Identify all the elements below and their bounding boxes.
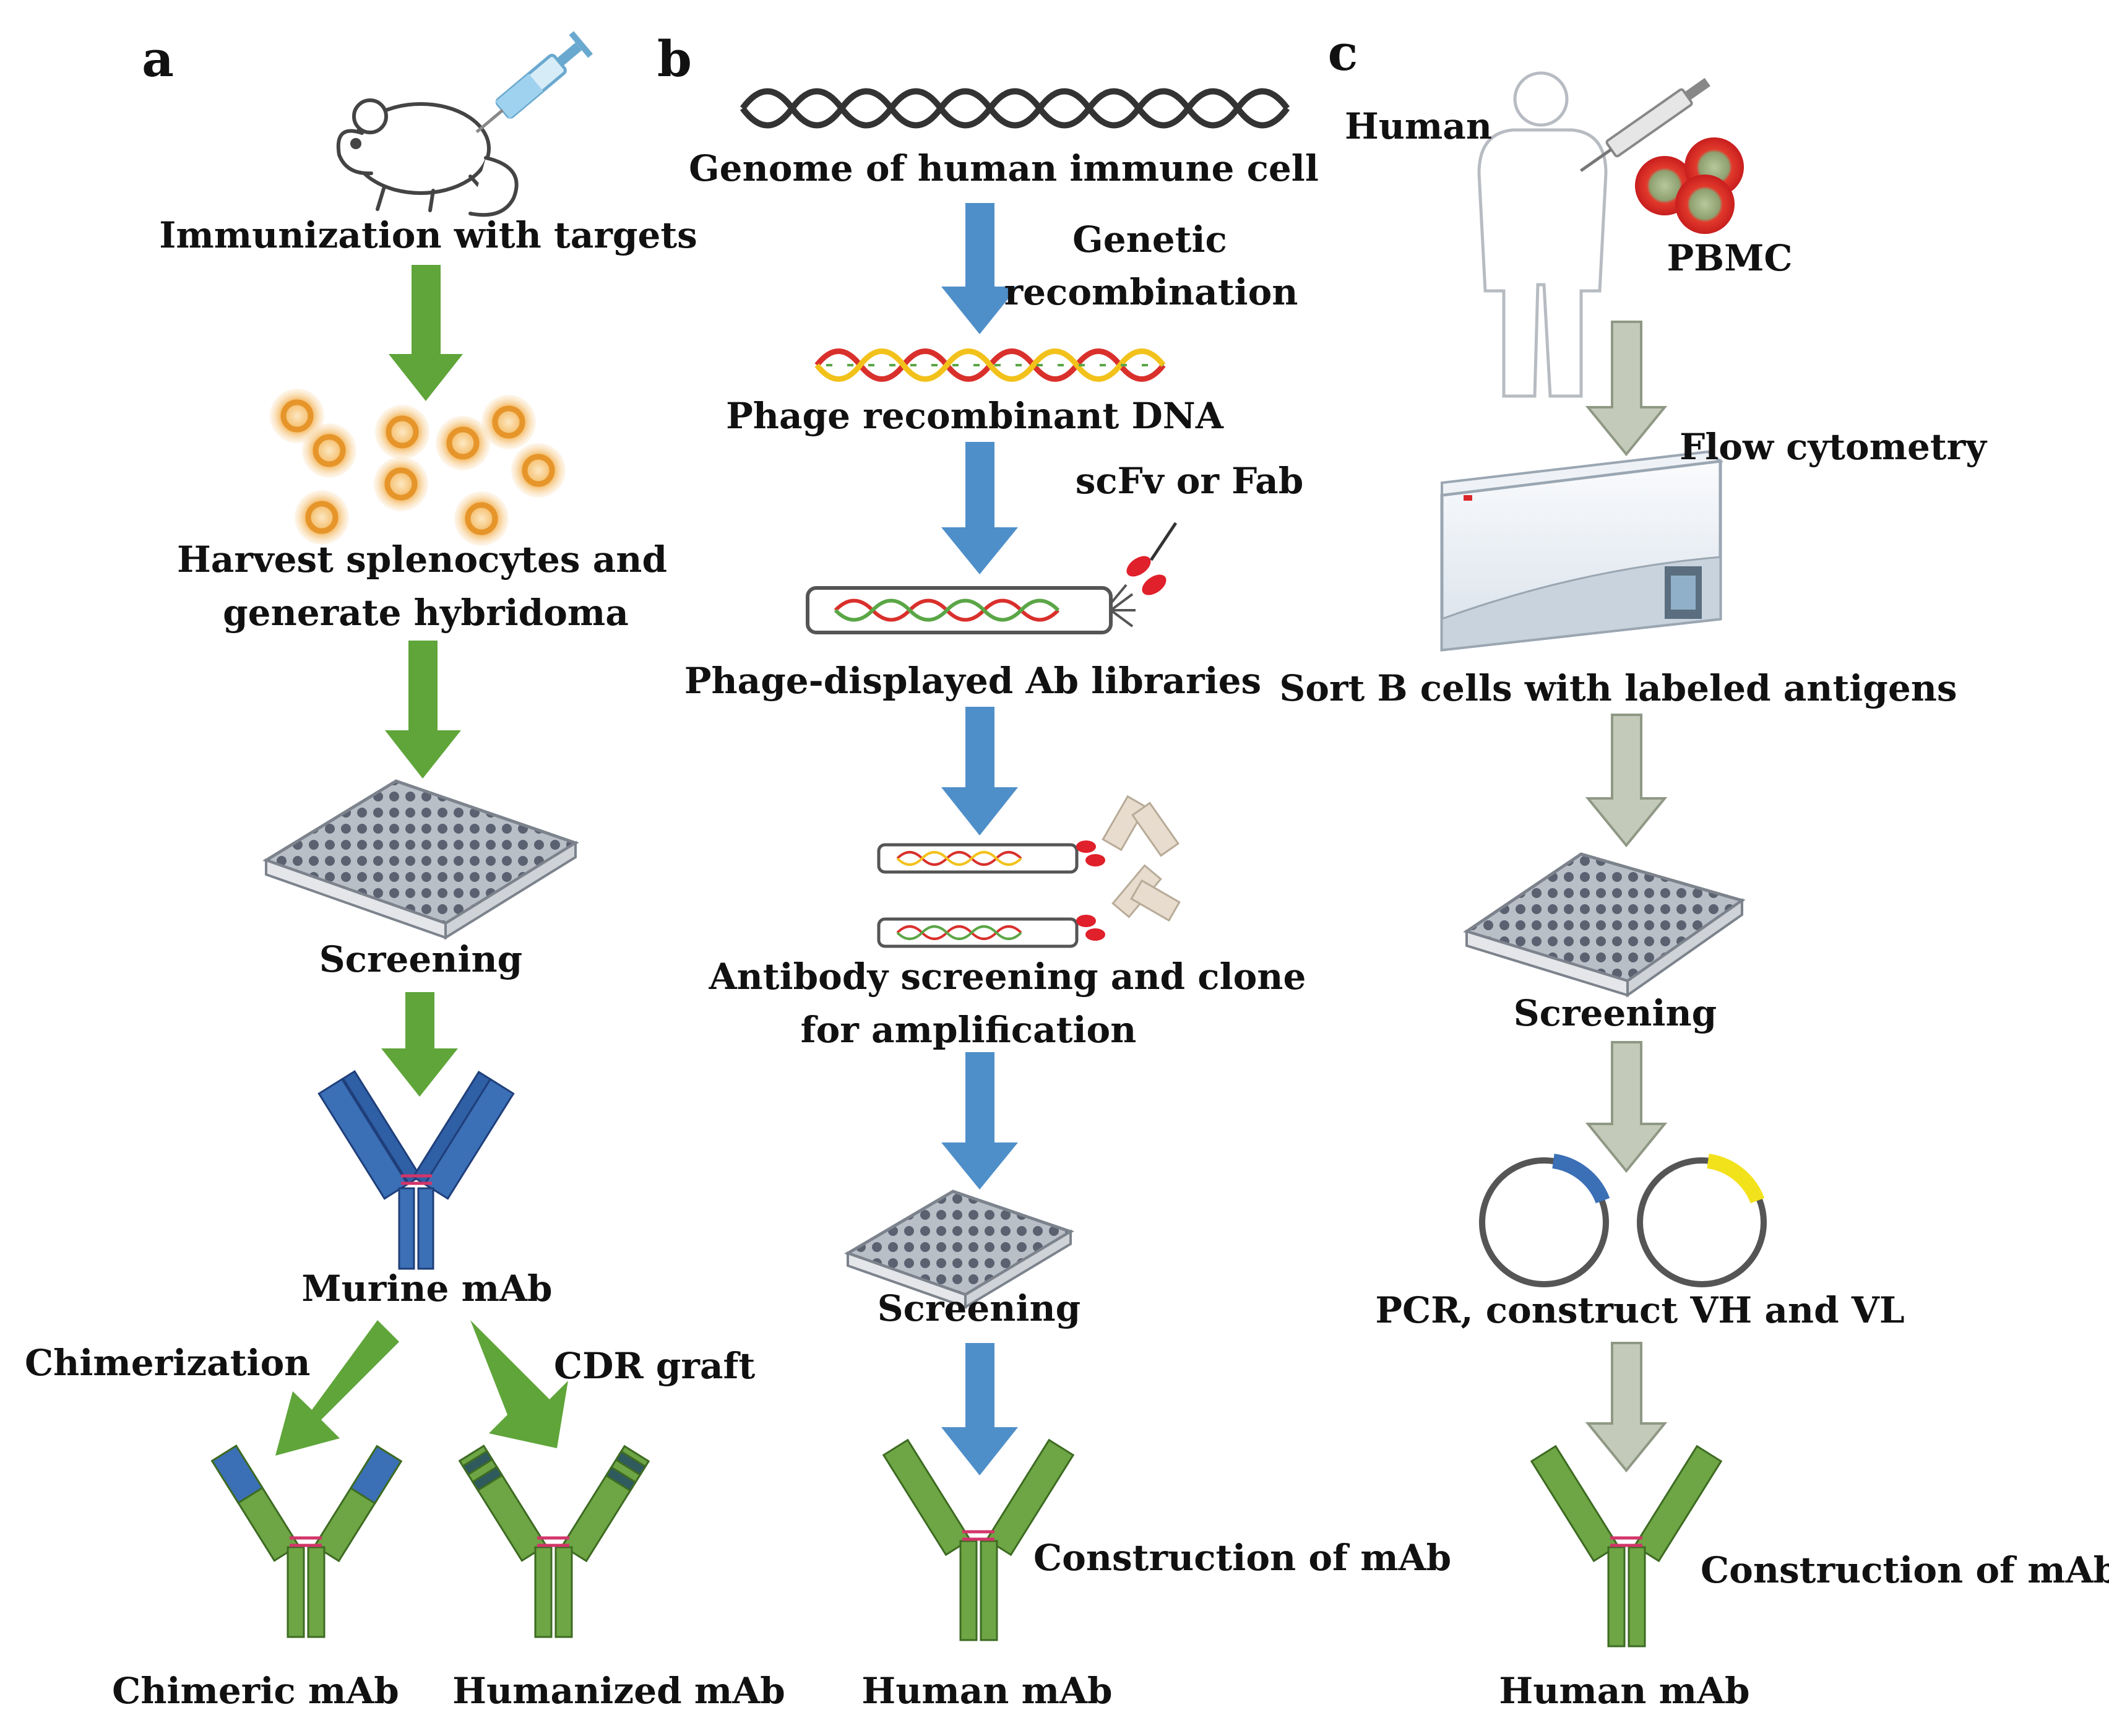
label-genome: Genome of human immune cell bbox=[689, 147, 1319, 189]
label-genetic-line1: Genetic bbox=[1072, 218, 1227, 261]
arrows-panel-b bbox=[941, 203, 1018, 1475]
mouse-icon bbox=[336, 98, 519, 217]
human-antibody-icon-b bbox=[882, 1438, 1075, 1641]
plasmid-vl-icon bbox=[1637, 1154, 1767, 1287]
phage-dna-helix-icon bbox=[814, 348, 1166, 382]
label-pbmc: PBMC bbox=[1667, 237, 1793, 279]
label-scfv-fab: scFv or Fab bbox=[1075, 460, 1304, 502]
label-construction-b: Construction of mAb bbox=[1033, 1537, 1452, 1579]
label-immunization: Immunization with targets bbox=[159, 214, 697, 256]
label-harvest-line2: generate hybridoma bbox=[223, 592, 629, 634]
label-cdr-graft: CDR graft bbox=[554, 1345, 756, 1387]
well-plate-a bbox=[262, 779, 579, 940]
label-construction-c: Construction of mAb bbox=[1701, 1549, 2109, 1591]
flow-cytometer-icon bbox=[1440, 450, 1724, 652]
syringe-icon bbox=[475, 31, 593, 134]
well-plate-c bbox=[1463, 852, 1746, 998]
label-screening-c: Screening bbox=[1513, 992, 1717, 1034]
label-humanized-mab: Humanized mAb bbox=[452, 1670, 785, 1712]
label-chimeric-mab: Chimeric mAb bbox=[112, 1670, 399, 1712]
label-screening-b: Screening bbox=[877, 1287, 1081, 1329]
splenocyte-cells bbox=[270, 389, 566, 546]
label-genetic-line2: recombination bbox=[1004, 271, 1298, 313]
label-ab-screening-line2: for amplification bbox=[800, 1009, 1137, 1051]
label-ab-screening-line1: Antibody screening and clone bbox=[709, 956, 1306, 998]
label-flow-cytometry: Flow cytometry bbox=[1680, 426, 1986, 468]
well-plate-b bbox=[844, 1190, 1074, 1310]
panel-label-c: c bbox=[1327, 24, 1358, 82]
label-pcr: PCR, construct VH and VL bbox=[1375, 1289, 1905, 1331]
label-sort-b-cells: Sort B cells with labeled antigens bbox=[1279, 667, 1957, 709]
plasmid-vh-icon bbox=[1479, 1154, 1610, 1287]
panel-label-b: b bbox=[657, 30, 692, 88]
humanized-antibody-icon bbox=[458, 1445, 650, 1638]
label-phage-libraries: Phage-displayed Ab libraries bbox=[684, 660, 1262, 702]
human-antibody-icon-c bbox=[1530, 1445, 1723, 1647]
genome-helix-icon bbox=[740, 88, 1290, 129]
arrows-panel-a bbox=[275, 265, 568, 1456]
panel-label-a: a bbox=[142, 30, 174, 88]
chimeric-antibody-icon bbox=[210, 1445, 403, 1638]
label-chimerization: Chimerization bbox=[25, 1342, 311, 1384]
phage-display-icon bbox=[806, 522, 1178, 634]
label-phage-dna: Phage recombinant DNA bbox=[726, 395, 1223, 437]
label-human-mab-b: Human mAb bbox=[861, 1670, 1113, 1712]
pbmc-cells-icon bbox=[1635, 137, 1744, 234]
label-human-mab-c: Human mAb bbox=[1499, 1670, 1750, 1712]
murine-antibody-icon bbox=[317, 1069, 515, 1270]
label-human: Human bbox=[1344, 105, 1493, 147]
antibody-screening-phages-icon bbox=[877, 795, 1181, 948]
label-murine-mab: Murine mAb bbox=[301, 1267, 553, 1310]
arrows-panel-c bbox=[1585, 321, 1668, 1473]
human-silhouette-icon bbox=[1477, 71, 1608, 398]
label-harvest-line1: Harvest splenocytes and bbox=[176, 538, 668, 581]
syringe-human-icon bbox=[1580, 77, 1710, 172]
label-screening-a: Screening bbox=[319, 938, 523, 980]
